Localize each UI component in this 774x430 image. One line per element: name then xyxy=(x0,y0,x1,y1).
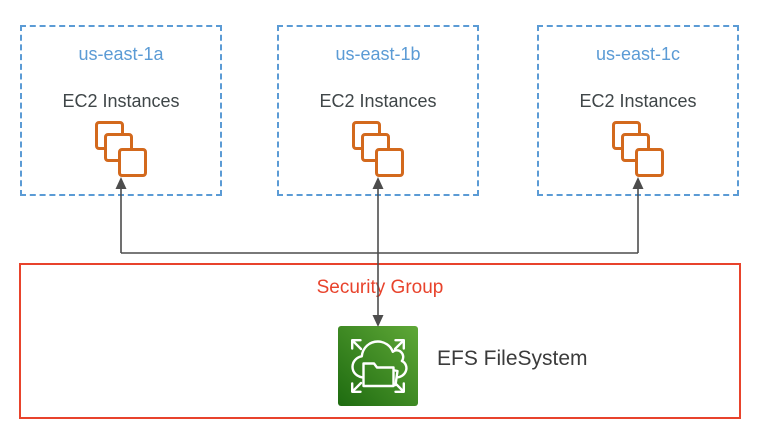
efs-filesystem-icon xyxy=(338,326,418,406)
ec2-instances-stack-icon xyxy=(352,121,406,178)
ec2-square-front xyxy=(118,148,147,177)
ec2-instances-stack-icon xyxy=(612,121,666,178)
az-box-us-east-1b: us-east-1b EC2 Instances xyxy=(277,25,479,196)
ec2-instances-stack-icon xyxy=(95,121,149,178)
az-name-label: us-east-1a xyxy=(78,44,164,64)
security-group-box: Security Group xyxy=(19,263,741,419)
az-name-label: us-east-1c xyxy=(595,44,681,64)
ec2-square-front xyxy=(375,148,404,177)
az-box-us-east-1a: us-east-1a EC2 Instances xyxy=(20,25,222,196)
ec2-instances-label: EC2 Instances xyxy=(62,91,180,111)
ec2-instances-label: EC2 Instances xyxy=(319,91,437,111)
az-name-label: us-east-1b xyxy=(335,44,421,64)
security-group-label: Security Group xyxy=(316,277,444,298)
efs-filesystem-label: EFS FileSystem xyxy=(437,347,588,370)
ec2-instances-label: EC2 Instances xyxy=(579,91,697,111)
ec2-square-front xyxy=(635,148,664,177)
az-box-us-east-1c: us-east-1c EC2 Instances xyxy=(537,25,739,196)
